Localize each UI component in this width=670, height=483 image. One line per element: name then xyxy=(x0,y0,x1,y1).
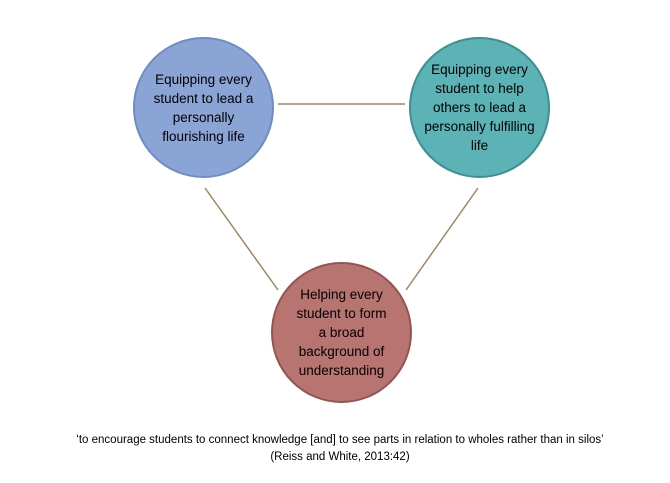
circle-personal-flourishing-label: Equipping every student to lead a person… xyxy=(153,71,254,144)
circle-help-others: Equipping every student to help others t… xyxy=(409,37,550,178)
circle-broad-understanding: Helping every student to form a broad ba… xyxy=(271,262,412,403)
connector-left-bottom xyxy=(204,187,279,291)
circle-help-others-label: Equipping every student to help others t… xyxy=(424,62,535,153)
circle-personal-flourishing: Equipping every student to lead a person… xyxy=(133,37,274,178)
circle-broad-understanding-label: Helping every student to form a broad ba… xyxy=(296,287,387,378)
connector-right-bottom xyxy=(405,187,479,291)
quote-caption: ‘to encourage students to connect knowle… xyxy=(76,434,604,463)
